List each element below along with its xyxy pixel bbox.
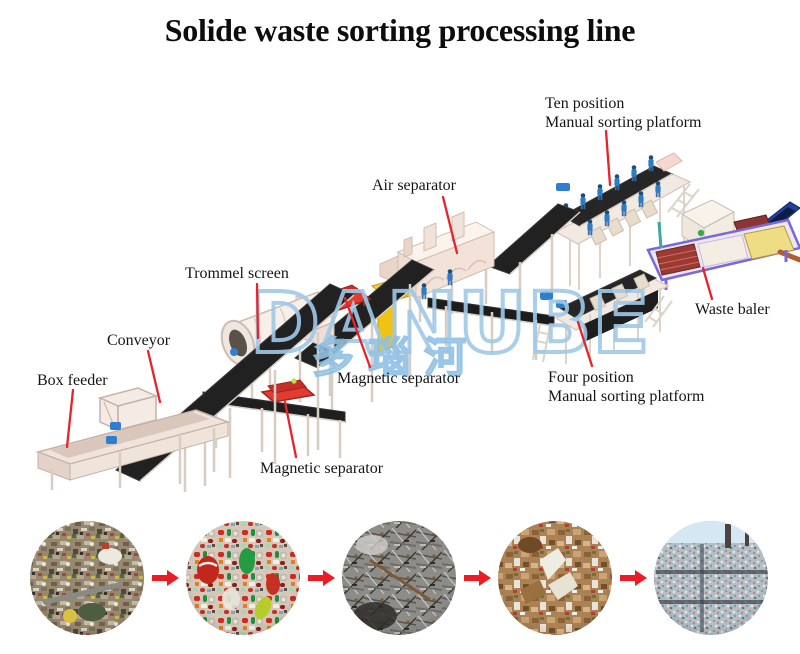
photo-mixed-waste (30, 521, 144, 635)
stairs (644, 295, 673, 328)
sorting-chute (588, 199, 659, 246)
page-title: Solide waste sorting processing line (164, 12, 636, 48)
ladder (532, 323, 551, 363)
label-ten-position-platform: Ten position Manual sorting platform (545, 95, 702, 132)
label-air-separator: Air separator (372, 177, 456, 194)
leader-magnetic-separator-lower (283, 400, 298, 459)
flow-arrow-icon (620, 570, 647, 586)
flow-arrow-icon (308, 570, 335, 586)
baler-ram (777, 249, 800, 263)
air-separator-machine (379, 211, 496, 322)
photo-baled-recyclables (654, 521, 768, 635)
sorting-feed-conveyor (487, 203, 581, 312)
leader-four-position (576, 320, 594, 368)
stairs (667, 183, 700, 218)
label-trommel-screen: Trommel screen (185, 265, 289, 282)
drive-motor (106, 436, 117, 444)
leader-magnetic-separator-upper (343, 296, 372, 369)
leader-waste-baler (701, 266, 714, 301)
photo-scrap-metal (342, 521, 456, 635)
label-box-feeder: Box feeder (37, 372, 108, 389)
label-waste-baler: Waste baler (695, 301, 770, 318)
brand-watermark: DANUBE 多瑙河 (248, 272, 652, 383)
flow-arrows (152, 570, 647, 586)
collection-cart (556, 183, 570, 191)
watermark-chinese-text: 多瑙河 (312, 333, 480, 382)
flow-arrow-icon (464, 570, 491, 586)
leader-ten-position (604, 129, 612, 187)
label-magnetic-separator-lower: Magnetic separator (260, 460, 384, 477)
leader-lines (65, 129, 714, 459)
label-magnetic-separator-upper: Magnetic separator (337, 370, 461, 387)
baler-pipe (657, 221, 663, 249)
four-position-sorting-platform (554, 269, 673, 364)
waste-baler-machine (646, 199, 800, 290)
leader-box-feeder (65, 388, 75, 449)
leader-conveyor (146, 349, 162, 404)
watermark-brand-text: DANUBE (250, 274, 651, 372)
photo-sorted-plastic-bottles (186, 521, 300, 635)
box-feeder-machine (35, 387, 231, 490)
sorting-chute (589, 273, 651, 312)
drive-motor (110, 422, 121, 430)
ten-position-sorting-platform (554, 152, 700, 290)
label-conveyor: Conveyor (107, 332, 171, 349)
drive-motor (540, 291, 553, 300)
leader-trommel-screen (255, 282, 260, 340)
platform-feed-conveyor (427, 291, 555, 363)
flow-arrow-icon (152, 570, 179, 586)
label-four-position-platform: Four position Manual sorting platform (548, 369, 705, 406)
photo-paper-cardboard (498, 521, 612, 635)
leader-air-separator (441, 195, 459, 255)
